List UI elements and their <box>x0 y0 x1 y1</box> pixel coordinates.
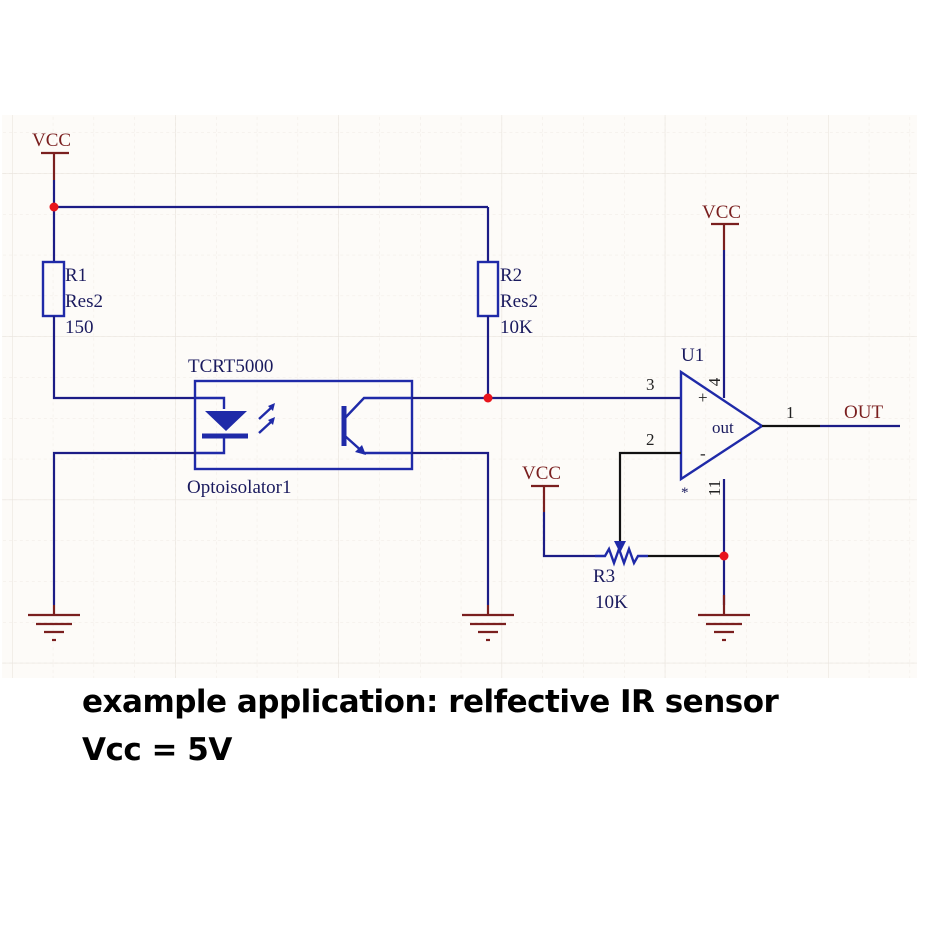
r2-type: Res2 <box>500 291 538 312</box>
out-net-label: OUT <box>844 402 883 423</box>
u1-pin-3: 3 <box>646 375 655 394</box>
u1-minus-sign: - <box>700 444 706 463</box>
u1-plus-sign: + <box>698 388 708 407</box>
u1-designator: U1 <box>681 345 704 366</box>
optoisolator-designator: Optoisolator1 <box>187 477 292 498</box>
potentiometer-r3: R3 10K <box>593 541 648 613</box>
u1-pin-11: 11 <box>705 480 724 496</box>
optoisolator-part-label: TCRT5000 <box>188 356 273 377</box>
r3-designator: R3 <box>593 566 615 587</box>
r1-value: 150 <box>65 317 94 338</box>
wire-vcc-pot <box>542 512 595 558</box>
u1-pin-2: 2 <box>646 430 655 449</box>
junction-ground <box>719 551 729 561</box>
opamp-u1: U1 4 11 + - out * 3 2 1 <box>646 345 795 501</box>
r2-value: 10K <box>500 317 533 338</box>
vcc-label-pot: VCC <box>522 463 561 484</box>
r2-designator: R2 <box>500 265 522 286</box>
u1-marker: * <box>681 485 689 501</box>
resistor-r2: R2 Res2 10K <box>476 260 538 338</box>
u1-out-label: out <box>712 418 734 437</box>
caption-title: example application: relfective IR senso… <box>82 684 779 720</box>
junction-sensor-node <box>483 393 493 403</box>
wire-r1-led <box>52 316 196 400</box>
r1-designator: R1 <box>65 265 87 286</box>
light-emission-arrows-icon <box>258 403 275 434</box>
ground-symbol-left <box>28 605 80 642</box>
wire-opamp-minus-wiper <box>618 451 681 545</box>
u1-pin-1: 1 <box>786 403 795 422</box>
junction-vcc <box>49 202 59 212</box>
caption-vcc: Vcc = 5V <box>82 732 232 768</box>
led-icon <box>196 396 248 455</box>
ground-symbol-right <box>698 595 750 642</box>
vcc-power-port-pot: VCC <box>522 463 561 512</box>
r1-type: Res2 <box>65 291 103 312</box>
ground-symbol-middle <box>462 605 514 642</box>
wire-led-ground <box>52 451 196 605</box>
phototransistor-icon <box>341 396 412 455</box>
vcc-power-port-opamp: VCC <box>702 202 741 250</box>
vcc-label-left: VCC <box>32 130 71 151</box>
grid-major <box>2 115 917 678</box>
wire-transistor-ground <box>412 451 490 605</box>
vcc-power-port-left: VCC <box>32 130 71 180</box>
vcc-label-opamp: VCC <box>702 202 741 223</box>
u1-pin-4: 4 <box>705 377 724 386</box>
r3-value: 10K <box>595 592 628 613</box>
optoisolator-tcrt5000: TCRT5000 Optoisolator1 <box>187 356 414 498</box>
